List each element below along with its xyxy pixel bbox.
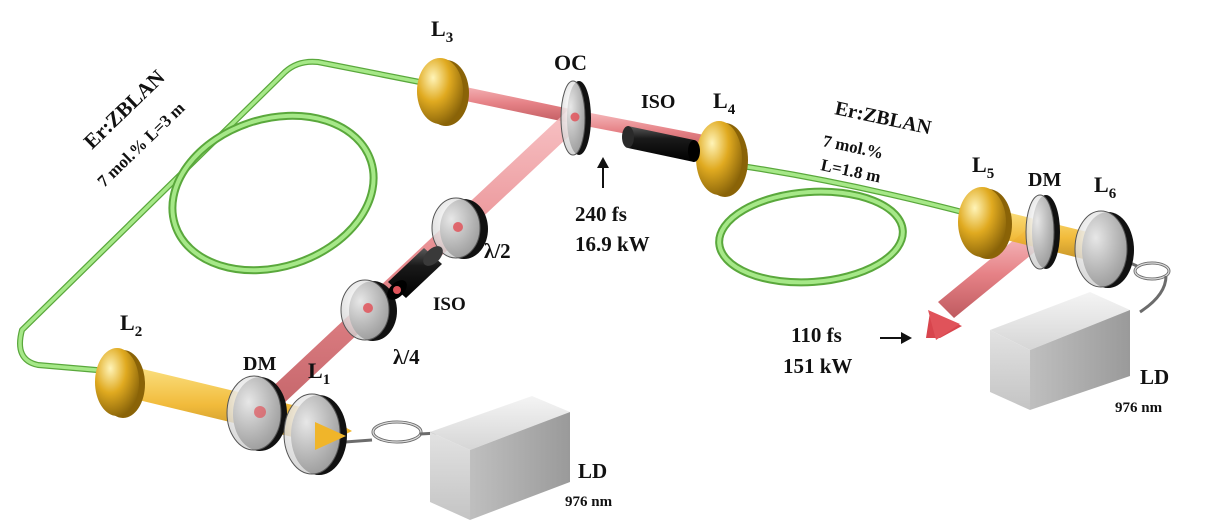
label-pulse-osc-power: 16.9 kW <box>575 232 650 256</box>
label-ld-left-wavelength: 976 nm <box>565 494 613 510</box>
signal-beam-amplified <box>926 230 1042 340</box>
label-l4: L4 <box>713 88 736 118</box>
label-fiber-amp-name: Er:ZBLAN <box>833 97 934 139</box>
lens-l6 <box>1074 210 1134 288</box>
beam-spots <box>254 112 580 450</box>
laser-diode-right <box>990 292 1130 410</box>
svg-text:L1: L1 <box>308 358 330 388</box>
label-ld-left: LD <box>578 459 607 483</box>
pulse-arrow-oscillator <box>597 157 609 188</box>
isolator-main <box>622 126 700 162</box>
lens-l4 <box>696 121 748 197</box>
label-l1: L1 <box>308 358 330 388</box>
label-l3: L3 <box>431 16 453 46</box>
fiber-coil-oscillator <box>168 111 378 275</box>
label-iso-left: ISO <box>433 294 466 315</box>
label-l2: L2 <box>120 310 142 340</box>
label-pulse-osc-duration: 240 fs <box>575 202 627 226</box>
pump-fiber-right <box>1127 260 1171 314</box>
isolator-left <box>387 246 443 300</box>
label-dm-right: DM <box>1028 169 1061 191</box>
er-zblan-fiber-amplifier <box>725 161 973 217</box>
pulse-arrow-amplified <box>880 332 912 344</box>
label-ld-right-wavelength: 976 nm <box>1115 400 1163 416</box>
label-dm-left: DM <box>243 353 276 375</box>
lens-l5 <box>958 187 1012 259</box>
lens-l3 <box>417 58 469 126</box>
label-pulse-amp-power: 151 kW <box>783 354 852 378</box>
svg-text:L5: L5 <box>972 152 994 182</box>
label-l5: L5 <box>972 152 994 182</box>
dichroic-mirror-right <box>1025 194 1060 270</box>
label-l6: L6 <box>1094 172 1117 202</box>
svg-text:L2: L2 <box>120 310 142 340</box>
quarter-wave-plate <box>340 279 397 341</box>
label-pulse-amp-duration: 110 fs <box>791 323 842 347</box>
pump-fiber-left <box>344 420 439 444</box>
label-quarter-wave: λ/4 <box>393 345 420 369</box>
label-oc: OC <box>554 50 587 75</box>
label-half-wave: λ/2 <box>484 239 511 263</box>
svg-text:L6: L6 <box>1094 172 1117 202</box>
svg-text:L4: L4 <box>713 88 736 118</box>
label-ld-right: LD <box>1140 365 1169 389</box>
lens-l2 <box>95 348 145 418</box>
svg-text:L3: L3 <box>431 16 453 46</box>
laser-diode-left <box>430 396 570 520</box>
label-iso-main: ISO <box>641 91 675 113</box>
er-zblan-fiber-oscillator <box>17 58 443 375</box>
fiber-coil-amplifier <box>715 187 907 287</box>
